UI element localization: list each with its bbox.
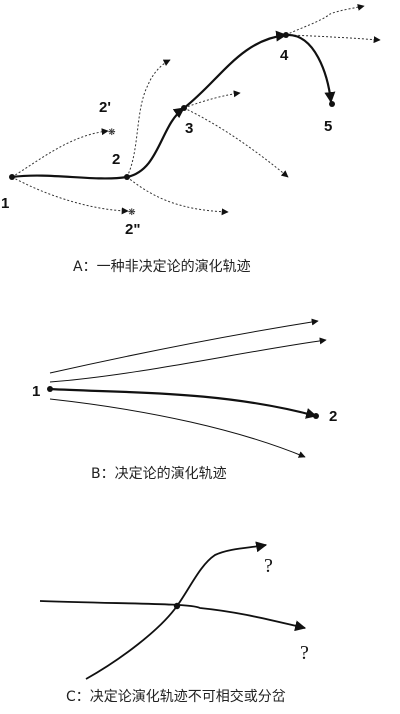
main-trajectory-a-3 — [285, 33, 336, 104]
node-c-intersection — [173, 602, 181, 610]
label-a5: 5 — [324, 118, 332, 135]
trajectory-c-horizontal — [39, 600, 307, 632]
branch-1-to-2dprime — [11, 176, 129, 215]
branch-3-up — [183, 90, 241, 109]
node-a4 — [283, 32, 289, 38]
trajectory-b-upper2 — [49, 337, 327, 383]
branch-4-up — [285, 3, 365, 36]
node-a1 — [9, 174, 15, 180]
node-a2 — [124, 174, 130, 180]
label-c-question-lower: ? — [300, 642, 309, 664]
panel-b: 1 2 — [32, 318, 337, 458]
label-a2dprime: 2" — [125, 221, 140, 238]
caption-b: B：决定论的演化轨迹 — [91, 466, 227, 482]
label-a1: 1 — [1, 195, 9, 212]
branch-2-down — [126, 176, 229, 216]
main-trajectory-a — [11, 107, 185, 180]
branch-2-up — [126, 59, 171, 178]
branch-3-down — [183, 107, 289, 178]
trajectory-b-main — [49, 387, 318, 419]
caption-c: C：决定论演化轨迹不可相交或分岔 — [66, 689, 286, 705]
label-a2prime: 2' — [99, 99, 111, 116]
node-a5 — [329, 101, 335, 107]
label-a4: 4 — [280, 47, 289, 64]
label-a3: 3 — [185, 120, 193, 137]
trajectory-c-rising — [85, 541, 268, 680]
label-c-question-upper: ? — [264, 555, 273, 577]
trajectory-b-upper1 — [49, 318, 319, 374]
node-b1 — [47, 386, 53, 392]
label-b2: 2 — [329, 408, 337, 425]
node-b2 — [313, 413, 319, 419]
node-a2dprime-mark: ❋ — [128, 208, 136, 218]
caption-a: A：一种非决定论的演化轨迹 — [73, 259, 251, 275]
label-b1: 1 — [32, 383, 40, 400]
label-a2: 2 — [112, 151, 120, 168]
branch-1-to-2prime — [11, 128, 109, 178]
node-a3 — [181, 105, 187, 111]
node-a2prime-mark: ❋ — [108, 128, 116, 138]
panel-a: ❋ ❋ 1 2 2' 2" 3 4 5 — [1, 3, 381, 238]
panel-c: ? ? — [39, 541, 309, 680]
trajectory-b-lower — [49, 398, 306, 458]
main-trajectory-a-2 — [183, 30, 288, 109]
